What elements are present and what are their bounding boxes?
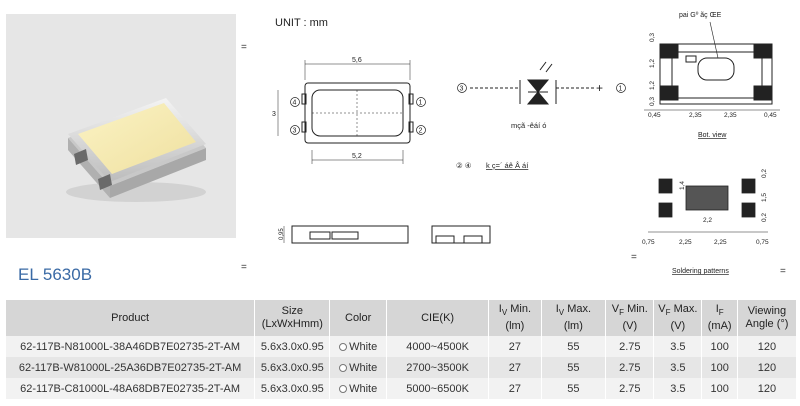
table-header-row: Product Size(LxWxHmm) Color CIE(K) IV Mi… — [6, 300, 796, 336]
plus-sign: + — [596, 81, 603, 95]
cell-product: 62-117B-C81000L-48A68DB7E02735-2T-AM — [6, 378, 256, 399]
cell-vf-max: 3.5 — [653, 378, 703, 399]
svg-text:0,3: 0,3 — [649, 97, 656, 106]
cell-vf-min: 2.75 — [605, 336, 655, 357]
cell-angle: 120 — [737, 378, 796, 399]
svg-text:2,25: 2,25 — [679, 239, 692, 246]
cell-if: 100 — [701, 357, 738, 378]
col-product: Product — [6, 300, 256, 336]
dim-inner: 5,2 — [352, 153, 362, 160]
svg-text:0,45: 0,45 — [648, 112, 661, 119]
unit-label: UNIT : mm — [275, 17, 328, 29]
svg-text:1,2: 1,2 — [649, 81, 656, 90]
col-vf-min: VF Min.(V) — [605, 300, 655, 336]
cell-product: 62-117B-N81000L-38A46DB7E02735-2T-AM — [6, 336, 256, 357]
cell-vf-max: 3.5 — [653, 357, 703, 378]
table-row: 62-117B-W81000L-25A36DB7E02735-2T-AM 5.6… — [6, 357, 796, 378]
col-color: Color — [329, 300, 387, 336]
cell-size: 5.6x3.0x0.95 — [254, 378, 331, 399]
cathode-note: pai Gº ãç ŒE — [679, 12, 722, 19]
svg-text:2,35: 2,35 — [724, 112, 737, 119]
col-cie: CIE(K) — [386, 300, 490, 336]
technical-drawing: UNIT : mm 5,6 5,2 3 4 3 1 2 — [272, 12, 780, 275]
svg-text:0,75: 0,75 — [642, 239, 655, 246]
white-swatch-icon — [339, 384, 348, 393]
svg-text:2,2: 2,2 — [703, 217, 712, 224]
col-iv-min: IV Min.(lm) — [488, 300, 542, 336]
cell-iv-min: 27 — [488, 336, 542, 357]
bottom-view-dims: 0,45 2,35 2,35 0,45 0,3 1,2 1,2 0,3 — [648, 33, 777, 119]
cell-iv-max: 55 — [541, 336, 607, 357]
table-row: 62-117B-N81000L-38A46DB7E02735-2T-AM 5.6… — [6, 336, 796, 357]
svg-text:2,25: 2,25 — [714, 239, 727, 246]
side-view — [283, 225, 491, 244]
cell-iv-min: 27 — [488, 378, 542, 399]
dim-height: 0,95 — [279, 228, 285, 240]
cell-color: White — [329, 378, 387, 399]
svg-text:0,2: 0,2 — [761, 213, 768, 222]
svg-text:4: 4 — [293, 100, 297, 107]
col-size: Size(LxWxHmm) — [254, 300, 331, 336]
svg-text:2: 2 — [419, 128, 423, 135]
svg-text:1,4: 1,4 — [679, 181, 686, 190]
cell-iv-max: 55 — [541, 357, 607, 378]
svg-text:0,2: 0,2 — [761, 169, 768, 178]
svg-text:0,3: 0,3 — [649, 33, 656, 42]
cell-color: White — [329, 336, 387, 357]
equals-mark: = — [241, 42, 247, 53]
cell-iv-min: 27 — [488, 357, 542, 378]
table-row: 62-117B-C81000L-48A68DB7E02735-2T-AM 5.6… — [6, 378, 796, 399]
svg-text:1: 1 — [419, 100, 423, 107]
cell-if: 100 — [701, 378, 738, 399]
cell-vf-max: 3.5 — [653, 336, 703, 357]
cell-vf-min: 2.75 — [605, 378, 655, 399]
white-swatch-icon — [339, 363, 348, 372]
cell-cie: 5000~6500K — [386, 378, 490, 399]
cell-iv-max: 55 — [541, 378, 607, 399]
cell-product: 62-117B-W81000L-25A36DB7E02735-2T-AM — [6, 357, 256, 378]
soldering-dims: 1,4 2,2 0,75 2,25 2,25 0,75 0,2 1,5 0,2 — [642, 169, 769, 246]
top-view — [277, 60, 414, 164]
cell-cie: 2700~3500K — [386, 357, 490, 378]
pin-3-circuit: 3 — [460, 86, 464, 93]
product-name: EL 5630B — [18, 265, 93, 284]
diode-caption: mçã -êáí ó — [511, 121, 546, 130]
equals-mark: = — [631, 252, 637, 263]
svg-text:0,75: 0,75 — [756, 239, 769, 246]
cell-if: 100 — [701, 336, 738, 357]
dim-width: 3 — [272, 111, 276, 118]
svg-text:3: 3 — [293, 128, 297, 135]
pin-1-circuit: 1 — [619, 86, 623, 93]
svg-text:1,2: 1,2 — [649, 59, 656, 68]
led-photo-illustration — [66, 98, 206, 202]
cell-size: 5.6x3.0x0.95 — [254, 357, 331, 378]
soldering-label: Soldering patterns — [672, 268, 729, 275]
white-swatch-icon — [339, 342, 348, 351]
pin-labels-top: 4 3 1 2 — [290, 97, 426, 135]
svg-text:1,5: 1,5 — [761, 193, 768, 202]
cell-color: White — [329, 357, 387, 378]
bot-view-label: Bot. view — [698, 132, 727, 139]
equals-mark: = — [780, 266, 786, 277]
svg-text:2,35: 2,35 — [689, 112, 702, 119]
cell-size: 5.6x3.0x0.95 — [254, 336, 331, 357]
diode-symbol — [470, 61, 596, 105]
equals-mark: = — [241, 262, 247, 273]
pin-note-pins: ② ④ — [456, 161, 472, 170]
soldering-pattern — [648, 178, 768, 233]
cell-cie: 4000~4500K — [386, 336, 490, 357]
dim-length: 5,6 — [352, 57, 362, 64]
col-iv-max: IV Max.(lm) — [541, 300, 607, 336]
product-photo — [6, 14, 236, 238]
bottom-view — [659, 21, 773, 105]
cell-angle: 120 — [737, 336, 796, 357]
cell-vf-min: 2.75 — [605, 357, 655, 378]
col-if: IF(mA) — [701, 300, 738, 336]
col-vf-max: VF Max.(V) — [653, 300, 703, 336]
spec-table: Product Size(LxWxHmm) Color CIE(K) IV Mi… — [6, 300, 796, 399]
cell-angle: 120 — [737, 357, 796, 378]
svg-text:0,45: 0,45 — [764, 112, 777, 119]
pin-note-text: k ç=´ áê Â áí — [486, 161, 529, 170]
